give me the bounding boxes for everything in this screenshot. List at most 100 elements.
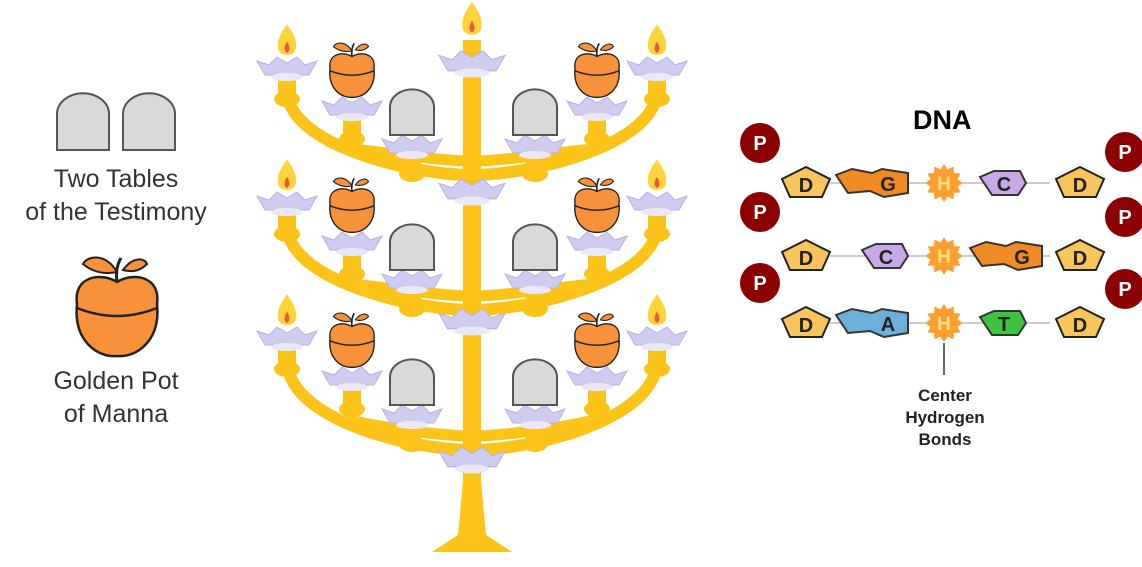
- base-right: C: [978, 170, 1028, 196]
- sugar-right: D: [1054, 305, 1106, 338]
- flame-icon: [647, 24, 667, 55]
- sugar-right: D: [1054, 238, 1106, 271]
- tablet-icon: [512, 358, 558, 406]
- manna-caption-line2: of Manna: [63, 400, 169, 428]
- flame-icon: [277, 24, 297, 55]
- phosphate-right: P: [1105, 197, 1142, 237]
- tablet-icon: [389, 223, 435, 271]
- flame-icon: [647, 159, 667, 190]
- almond-cup-icon: [255, 191, 319, 216]
- hydrogen-bond-icon: H: [925, 237, 963, 275]
- tablets-caption: Two Tables of the Testimony: [10, 163, 222, 229]
- manna-caption: Golden Pot of Manna: [10, 365, 222, 431]
- bonds-caption-line1: Center: [918, 386, 972, 405]
- almond-cup-icon: [320, 366, 384, 391]
- almond-cup-icon: [503, 269, 567, 294]
- almond-cup-icon: [625, 191, 689, 216]
- legend-icons: [56, 92, 176, 358]
- base-left: G: [834, 167, 909, 199]
- tablet-icon: [512, 223, 558, 271]
- menorah: [255, 1, 689, 552]
- almond-cup-icon: [625, 326, 689, 351]
- hydrogen-label: H: [937, 247, 951, 268]
- base-label: C: [997, 174, 1011, 196]
- bonds-caption-line3: Bonds: [918, 430, 972, 449]
- menorah-arm-outer: [466, 354, 663, 456]
- almond-cup-icon: [503, 134, 567, 159]
- dna-title: DNA: [913, 105, 972, 135]
- bonds-caption-line2: Hydrogen: [905, 408, 985, 427]
- sugar-left: D: [780, 238, 832, 271]
- phosphate-label: P: [1118, 142, 1131, 164]
- flame-icon: [277, 294, 297, 325]
- stem-cup-icon: [437, 178, 507, 206]
- hydrogen-label: H: [937, 314, 951, 335]
- tablets-caption-line1: Two Tables: [53, 165, 179, 193]
- base-label: A: [881, 314, 895, 336]
- tablet-icon: [512, 88, 558, 136]
- tablet-icon-left: [56, 92, 110, 151]
- hydrogen-bond-icon: H: [925, 304, 963, 342]
- apple-icon: [329, 177, 375, 233]
- apple-icon: [329, 312, 375, 368]
- flame-icon: [647, 294, 667, 325]
- phosphate-label: P: [753, 133, 766, 155]
- hydrogen-label: H: [937, 174, 951, 195]
- phosphate-label: P: [753, 202, 766, 224]
- almond-cup-icon: [320, 231, 384, 256]
- manna-caption-line1: Golden Pot: [53, 367, 179, 395]
- apple-icon: [574, 312, 620, 368]
- tablet-icon: [389, 358, 435, 406]
- center-flame-icon: [462, 1, 482, 35]
- base-label: G: [880, 174, 896, 196]
- tablets-caption-line2: of the Testimony: [25, 198, 207, 226]
- stem-cup-icon: [437, 446, 507, 474]
- sugar-label: D: [799, 175, 813, 197]
- apple-icon: [574, 42, 620, 98]
- almond-cup-icon: [565, 231, 629, 256]
- almond-cup-icon: [255, 56, 319, 81]
- phosphate-right: P: [1105, 269, 1142, 309]
- sugar-left: D: [780, 165, 832, 198]
- apple-icon: [329, 42, 375, 98]
- sugar-label: D: [799, 315, 813, 337]
- tablet-icon-right: [122, 92, 176, 151]
- sugar-label: D: [1073, 248, 1087, 270]
- sugar-left: D: [780, 305, 832, 338]
- menorah-stem: [463, 40, 481, 480]
- phosphate-label: P: [1118, 279, 1131, 301]
- golden-pot-apple-icon: [75, 256, 159, 358]
- almond-cup-icon: [255, 326, 319, 351]
- base-label: T: [998, 314, 1010, 336]
- base-label: C: [879, 247, 893, 269]
- hydrogen-bonds-caption: Center Hydrogen Bonds: [880, 385, 1010, 451]
- almond-cup-icon: [503, 404, 567, 429]
- phosphate-left: P: [740, 123, 780, 163]
- hydrogen-bond-icon: H: [925, 164, 963, 202]
- apple-icon: [574, 177, 620, 233]
- almond-cup-icon: [320, 96, 384, 121]
- almond-cup-icon: [565, 366, 629, 391]
- menorah-arm-outer: [281, 354, 478, 456]
- almond-cup-icon: [380, 404, 444, 429]
- almond-cup-icon: [565, 96, 629, 121]
- center-cup-icon: [437, 50, 507, 78]
- menorah-arm-inner: [346, 414, 478, 442]
- menorah-base: [432, 470, 512, 552]
- almond-cup-icon: [625, 56, 689, 81]
- phosphate-left: P: [740, 263, 780, 303]
- phosphate-label: P: [753, 273, 766, 295]
- phosphate-right: P: [1105, 132, 1142, 172]
- almond-cup-icon: [380, 269, 444, 294]
- sugar-label: D: [799, 248, 813, 270]
- sugar-label: D: [1073, 315, 1087, 337]
- sugar-right: D: [1054, 165, 1106, 198]
- dna-diagram: P P D D G H C P P D D C H G P P D D A H T: [740, 123, 1142, 375]
- sugar-label: D: [1073, 175, 1087, 197]
- phosphate-label: P: [1118, 207, 1131, 229]
- base-label: G: [1014, 247, 1030, 269]
- base-left: A: [834, 307, 909, 339]
- flame-icon: [277, 159, 297, 190]
